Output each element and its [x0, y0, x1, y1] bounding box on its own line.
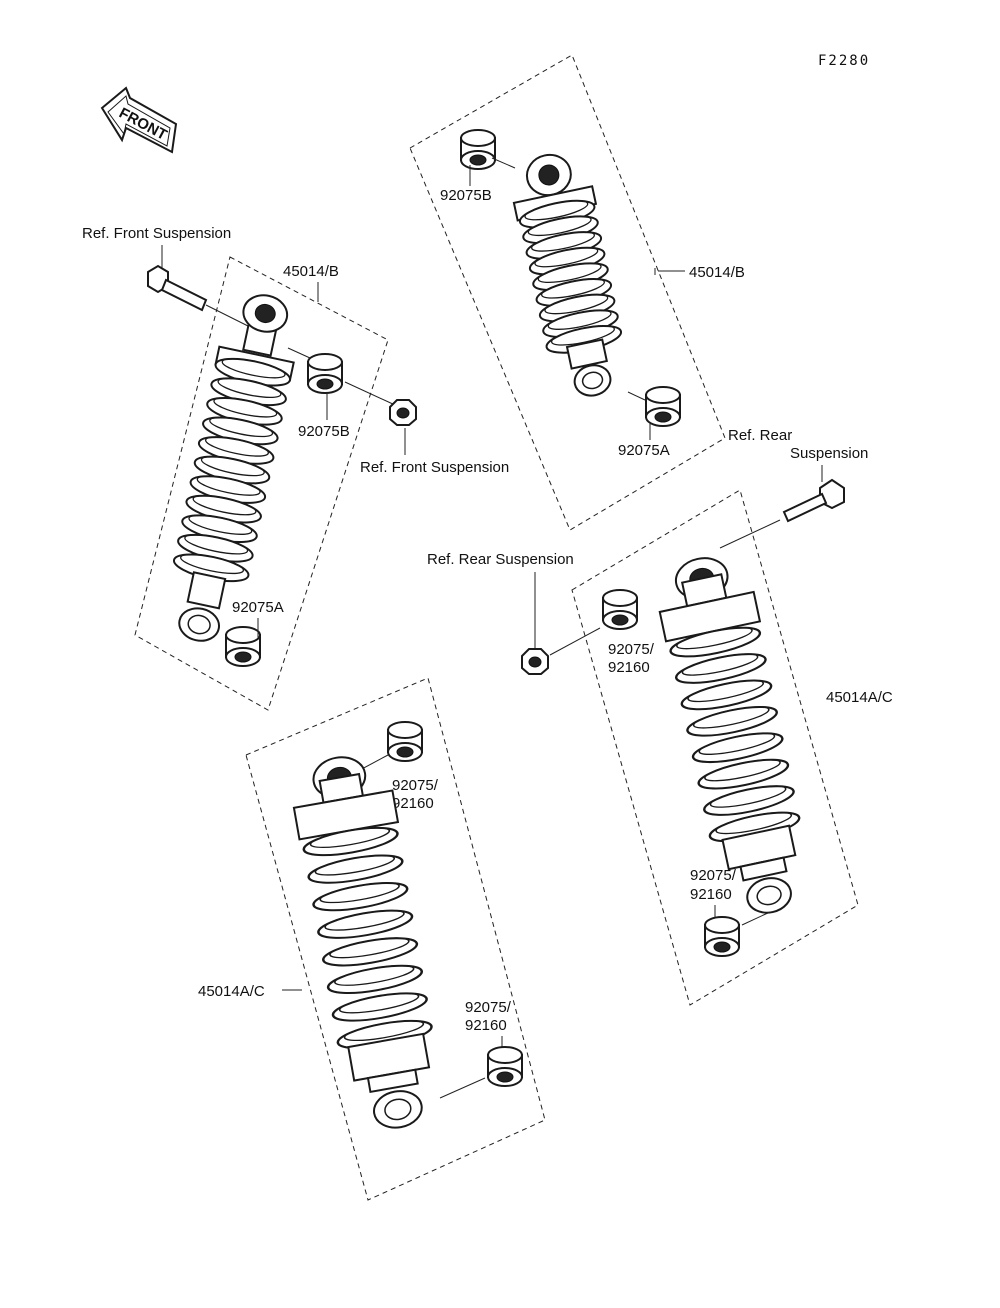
shock-absorber-front-left	[170, 294, 295, 642]
label-92075a-front: 92075A	[232, 599, 284, 616]
label-92160-rear-bottom: 92160	[690, 886, 732, 903]
bushing-92075b-front	[307, 353, 343, 394]
label-92075-rear-bottom: 92075/	[690, 867, 737, 884]
figure-code: F2280	[818, 53, 870, 69]
bushing-92075-left-top	[387, 721, 423, 762]
mount-bolt-rear	[782, 478, 845, 523]
group-box-rear-left	[245, 677, 546, 1201]
label-ref-rear-line2: Suspension	[790, 445, 868, 462]
label-45014ac-right: 45014A/C	[826, 689, 893, 706]
bushing-92075-rear-top	[602, 589, 638, 630]
bushing-92075b-top	[460, 129, 496, 170]
label-92160-rear-top: 92160	[608, 659, 650, 676]
bushing-92075a-front	[225, 626, 261, 667]
label-92075a-top: 92075A	[618, 442, 670, 459]
group-box-rear-right	[571, 489, 859, 1006]
label-92075-left-bottom: 92075/	[465, 999, 512, 1016]
label-ref-front-suspension-top: Ref. Front Suspension	[82, 225, 231, 242]
label-ref-front-suspension-bottom: Ref. Front Suspension	[360, 459, 509, 476]
label-92075-left-top: 92075/	[392, 777, 439, 794]
label-ref-rear-line1: Ref. Rear	[728, 427, 792, 444]
shock-absorber-front-right	[512, 153, 625, 397]
label-92160-left-bottom: 92160	[465, 1017, 507, 1034]
label-ref-rear-suspension: Ref. Rear Suspension	[427, 551, 574, 568]
bushing-92075-left-bottom	[487, 1046, 523, 1087]
label-92075b-front: 92075B	[298, 423, 350, 440]
front-arrow-icon: FRONT	[100, 86, 178, 154]
shock-absorber-rear-right	[658, 557, 803, 914]
label-45014b-left: 45014/B	[283, 263, 339, 280]
label-45014b-right: 45014/B	[689, 264, 745, 281]
label-92160-left-top: 92160	[392, 795, 434, 812]
group-box-front-left	[134, 256, 389, 711]
bushing-92075a-top	[645, 386, 681, 427]
label-92075b-top: 92075B	[440, 187, 492, 204]
bushing-92075-rear-bottom	[704, 916, 740, 957]
label-92075-rear-top: 92075/	[608, 641, 655, 658]
shock-absorber-rear-left	[292, 756, 435, 1129]
nut-rear	[521, 648, 549, 675]
nut-front	[389, 399, 417, 426]
mount-bolt-front	[147, 264, 251, 328]
label-45014ac-left: 45014A/C	[198, 983, 265, 1000]
